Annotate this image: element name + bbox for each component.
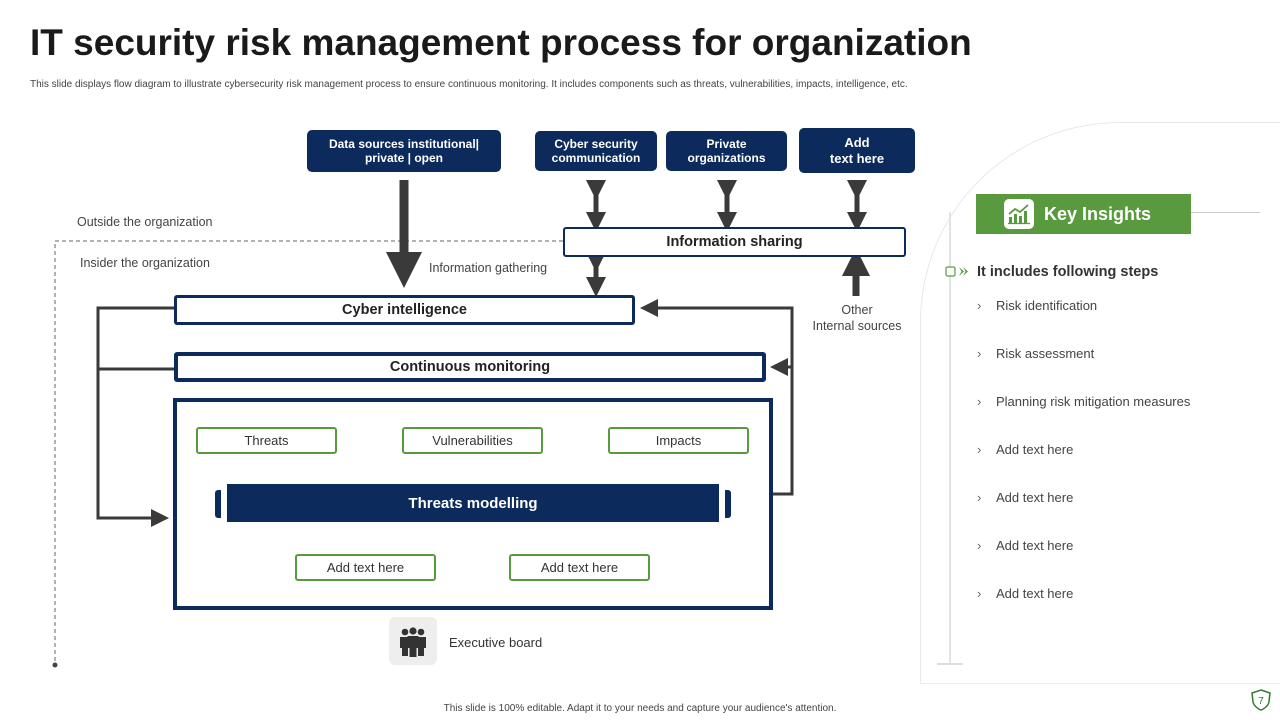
shield-icon: 7	[1251, 689, 1271, 711]
key-insights-header: Key Insights	[976, 194, 1191, 234]
box-add-text: Add text here	[799, 128, 915, 173]
label-insider-organization: Insider the organization	[80, 256, 210, 270]
box-impacts: Impacts	[608, 427, 749, 454]
page-subtitle: This slide displays flow diagram to illu…	[30, 79, 908, 90]
threats-modelling-cap-right	[725, 490, 731, 518]
label-executive-board: Executive board	[449, 635, 543, 650]
step-item: ›Risk assessment	[977, 346, 1095, 361]
box-data-sources: Data sources institutional| private | op…	[307, 130, 501, 172]
organization-boundary-line	[54, 240, 563, 665]
panel-divider-top	[1190, 212, 1260, 213]
bar-information-sharing: Information sharing	[563, 227, 906, 257]
bar-chart-growth-icon	[1004, 199, 1034, 229]
chevron-right-icon: ›	[977, 346, 982, 361]
step-item: ›Add text here	[977, 442, 1074, 457]
box-cyber-security-communication: Cyber security communication	[535, 131, 657, 171]
label-outside-organization: Outside the organization	[77, 215, 213, 229]
group-people-icon	[389, 617, 437, 665]
key-insights-panel-outline	[920, 122, 1280, 684]
box-vulnerabilities: Vulnerabilities	[402, 427, 543, 454]
steps-heading: It includes following steps	[977, 264, 1159, 280]
panel-foot-line	[937, 663, 963, 665]
chevron-right-icon: ›	[977, 298, 982, 313]
chevron-right-icon: ›	[977, 586, 982, 601]
chevron-right-icon: ›	[977, 394, 982, 409]
key-insights-title: Key Insights	[1044, 203, 1152, 224]
checkbox-arrow-icon	[945, 266, 968, 277]
boundary-end-dot	[52, 662, 58, 668]
step-item: ›Add text here	[977, 538, 1074, 553]
step-item: ›Planning risk mitigation measures	[977, 394, 1191, 409]
chevron-right-icon: ›	[977, 538, 982, 553]
page-number: 7	[1258, 696, 1264, 707]
label-information-gathering: Information gathering	[429, 261, 548, 275]
step-item: ›Add text here	[977, 586, 1074, 601]
box-add-text-2: Add text here	[509, 554, 650, 581]
footer-note: This slide is 100% editable. Adapt it to…	[443, 703, 837, 714]
page-number-badge: 7	[1250, 689, 1272, 711]
label-other-internal-sources: Other Internal sources	[812, 303, 902, 333]
box-add-text-1: Add text here	[295, 554, 436, 581]
threats-modelling-cap-left	[215, 490, 221, 518]
page-title: IT security risk management process for …	[30, 22, 972, 63]
box-threats: Threats	[196, 427, 337, 454]
panel-divider-vertical	[949, 212, 951, 664]
step-item: ›Add text here	[977, 490, 1074, 505]
loop-left-intelligence	[96, 306, 174, 527]
chevron-right-icon: ›	[977, 442, 982, 457]
bar-threats-modelling: Threats modelling	[227, 484, 719, 522]
box-private-organizations: Private organizations	[666, 131, 787, 171]
bar-cyber-intelligence: Cyber intelligence	[174, 295, 635, 325]
step-item: ›Risk identification	[977, 298, 1098, 313]
loop-right-intelligence	[640, 299, 794, 496]
bar-continuous-monitoring: Continuous monitoring	[174, 352, 766, 382]
chevron-right-icon: ›	[977, 490, 982, 505]
